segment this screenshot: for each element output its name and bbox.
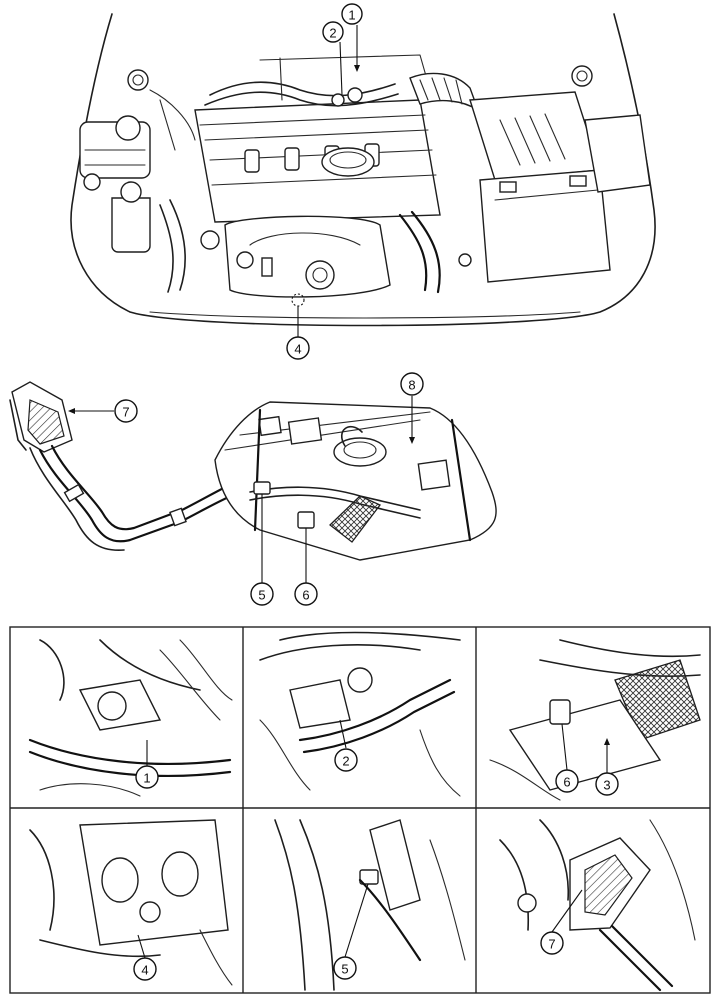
panel-3-callout-6: 6 — [555, 769, 579, 793]
panel-4-callout: 4 — [133, 957, 157, 981]
callout-6: 6 — [294, 582, 318, 606]
engine-bay-illustration — [70, 13, 656, 327]
detail-panel-3: 6 3 — [489, 639, 701, 801]
callout-8: 8 — [400, 372, 424, 396]
callout-label: 6 — [302, 588, 309, 603]
callout-label: 5 — [258, 588, 265, 603]
callout-label: 2 — [342, 754, 349, 769]
callout-label: 7 — [548, 937, 555, 952]
callout-label: 4 — [141, 963, 148, 978]
panel-1-callout: 1 — [135, 765, 159, 789]
detail-panel-4: 4 — [29, 819, 233, 986]
callout-label: 1 — [348, 8, 355, 23]
panel-3-callout-3: 3 — [595, 772, 619, 796]
callout-5: 5 — [250, 582, 274, 606]
callout-label: 6 — [563, 775, 570, 790]
callout-1: 1 — [341, 3, 363, 25]
callout-label: 2 — [329, 26, 336, 41]
callout-7: 7 — [114, 399, 138, 423]
panel-5-callout: 5 — [333, 956, 357, 980]
callout-4: 4 — [286, 336, 310, 360]
detail-panel-2: 2 — [259, 631, 461, 797]
detail-panel-5: 5 — [274, 819, 466, 991]
callout-label: 5 — [341, 962, 348, 977]
callout-label: 8 — [408, 378, 415, 393]
engine-callouts: 1 2 4 — [286, 3, 363, 360]
callout-2: 2 — [322, 21, 344, 43]
detail-panels — [9, 626, 711, 994]
tank-callouts: 5 6 7 8 — [68, 372, 424, 606]
panel-2-callout: 2 — [334, 748, 358, 772]
detail-panel-6: 7 — [499, 819, 696, 992]
fuel-tank-illustration — [9, 381, 497, 561]
panel-6-callout: 7 — [540, 931, 564, 955]
callout-label: 1 — [143, 771, 150, 786]
callout-label: 7 — [122, 405, 129, 420]
callout-label: 4 — [294, 342, 301, 357]
callout-label: 3 — [603, 778, 610, 793]
detail-panel-1: 1 — [28, 639, 233, 797]
